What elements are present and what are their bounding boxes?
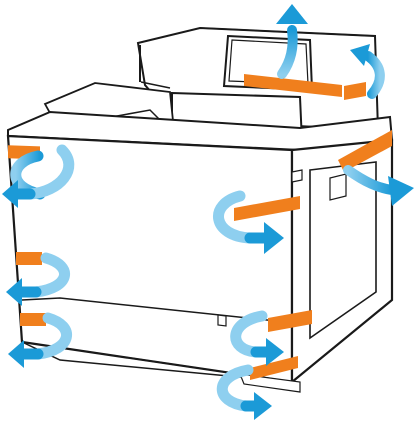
arrow-lower-center (230, 310, 284, 366)
printer-side-face (290, 138, 394, 385)
printer-front-face (6, 134, 294, 384)
removal-arrows (2, 4, 414, 420)
arrow-top-up (276, 4, 308, 79)
arrow-left-upper (2, 144, 75, 208)
tape-right-upper (338, 130, 392, 172)
tape-strips (8, 74, 392, 380)
arrow-center (213, 190, 284, 254)
tape-right-lower (268, 310, 312, 332)
tape-scanner-lid (344, 82, 366, 100)
arrow-top-right-curve (350, 44, 385, 99)
tape-front-center (234, 196, 300, 221)
tape-bottom-right (250, 356, 298, 380)
arrow-right-side (343, 165, 414, 206)
tape-front-lower-left (20, 313, 46, 326)
arrow-left-lower (8, 312, 72, 368)
arrow-bottom (216, 364, 272, 420)
tape-control-panel (244, 74, 342, 97)
tape-front-middle-left (16, 252, 42, 265)
arrow-left-middle (6, 252, 70, 306)
